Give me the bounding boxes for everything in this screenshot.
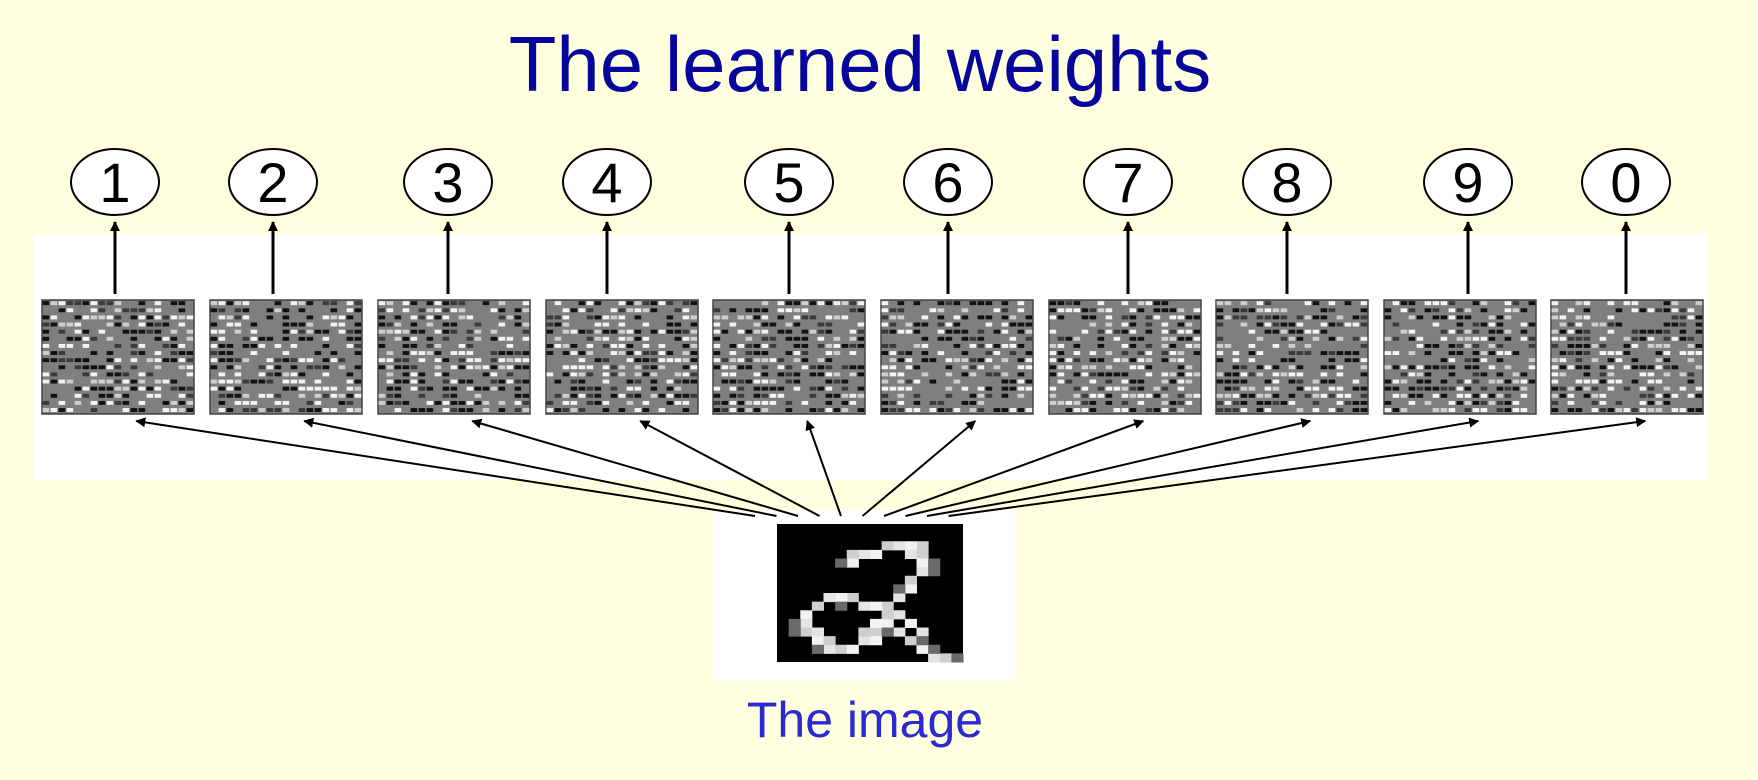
weight-map-6	[880, 299, 1034, 415]
input-arrow-6	[861, 420, 977, 517]
output-label-8: 8	[1271, 151, 1302, 214]
output-unit-4: 4	[562, 148, 652, 216]
output-label-9: 9	[1452, 151, 1483, 214]
weight-map-9	[1383, 299, 1537, 415]
weight-map-2	[209, 299, 363, 415]
output-unit-7: 7	[1083, 148, 1173, 216]
output-label-0: 0	[1610, 151, 1641, 214]
input-digit-image	[777, 524, 964, 663]
input-arrow-0	[948, 417, 1647, 517]
input-arrow-7	[883, 419, 1145, 517]
up-arrows	[110, 221, 1631, 294]
output-unit-6: 6	[903, 148, 993, 216]
fan-arrows	[135, 417, 1647, 517]
output-label-2: 2	[257, 151, 288, 214]
slide-title: The learned weights	[508, 20, 1212, 108]
output-unit-0: 0	[1581, 148, 1671, 216]
input-arrow-8	[905, 418, 1312, 517]
output-unit-8: 8	[1242, 148, 1332, 216]
weights-layer	[41, 299, 1704, 415]
output-unit-9: 9	[1423, 148, 1513, 216]
input-arrow-1	[135, 417, 756, 517]
input-arrow-3	[471, 418, 799, 517]
output-label-6: 6	[932, 151, 963, 214]
output-label-4: 4	[591, 151, 622, 214]
weight-map-8	[1215, 299, 1369, 415]
image-caption: The image	[746, 692, 984, 748]
output-unit-1: 1	[70, 148, 160, 216]
input-arrow-2	[303, 417, 777, 517]
input-arrow-5	[805, 420, 842, 517]
weight-map-7	[1048, 299, 1202, 415]
output-label-1: 1	[99, 151, 130, 214]
weight-map-4	[545, 299, 699, 415]
weight-map-0	[1550, 299, 1704, 415]
input-arrow-9	[926, 417, 1480, 517]
input-arrow-4	[639, 420, 820, 517]
weight-map-1	[41, 299, 195, 415]
output-unit-3: 3	[403, 148, 493, 216]
output-label-3: 3	[432, 151, 463, 214]
label-layer: 1 2 3 4 5 6 7 8 9 0	[70, 148, 1671, 216]
output-unit-2: 2	[228, 148, 318, 216]
weight-map-5	[712, 299, 866, 415]
output-unit-5: 5	[744, 148, 834, 216]
output-label-5: 5	[773, 151, 804, 214]
output-label-7: 7	[1112, 151, 1143, 214]
weight-map-3	[377, 299, 531, 415]
